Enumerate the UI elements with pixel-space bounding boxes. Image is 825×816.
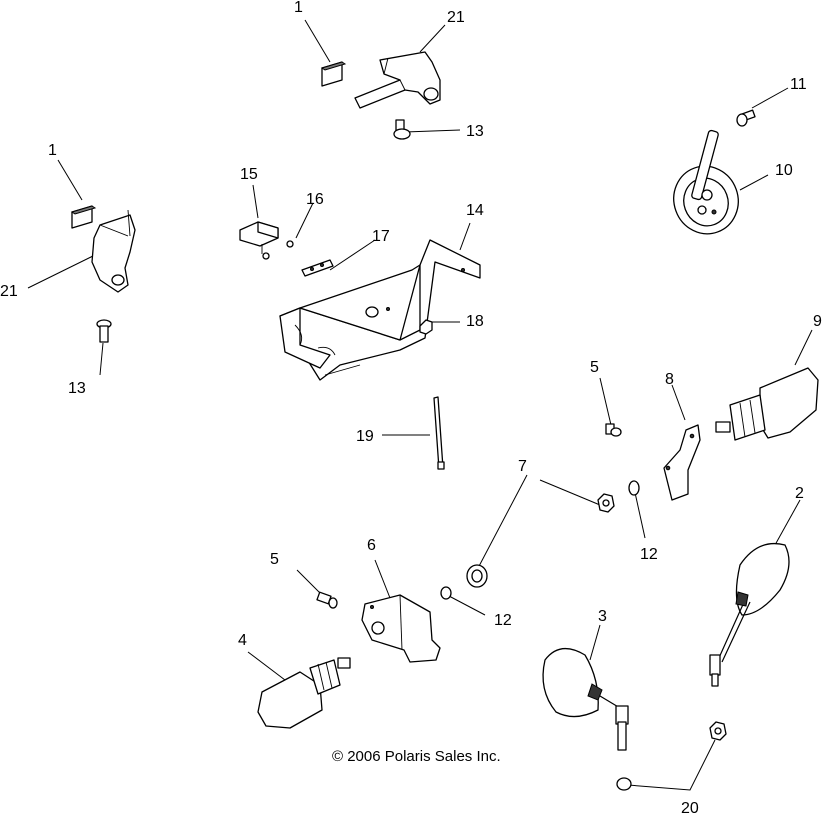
nut-right <box>597 493 615 513</box>
callout-20: 20 <box>681 800 699 816</box>
cable-tie <box>433 396 445 470</box>
callout-8: 8 <box>665 371 674 388</box>
bushing-strip <box>301 259 334 277</box>
callout-3: 3 <box>598 608 607 625</box>
headlight-bracket <box>279 239 481 381</box>
callout-21-upper: 21 <box>447 9 465 26</box>
callout-13-left: 13 <box>68 380 86 397</box>
callout-18: 18 <box>466 313 484 330</box>
horn <box>673 129 739 235</box>
screw-horn <box>736 109 756 127</box>
mount-bracket-left <box>91 209 136 293</box>
callout-12-left: 12 <box>494 612 512 629</box>
callout-1-left: 1 <box>48 142 57 159</box>
callout-15: 15 <box>240 166 258 183</box>
callout-5-right: 5 <box>590 359 599 376</box>
turn-signal-left <box>257 657 351 729</box>
callout-5-left: 5 <box>270 551 279 568</box>
leader-lines <box>27 19 813 791</box>
spacer-left <box>466 564 488 588</box>
small-nut <box>286 240 294 248</box>
bumper-pad-left <box>70 205 97 229</box>
callout-7: 7 <box>518 458 527 475</box>
bracket-signal-left <box>361 594 441 663</box>
callout-19: 19 <box>356 428 374 445</box>
turn-signal-right <box>715 367 819 441</box>
bumper-pad-upper <box>320 61 347 87</box>
screw-left <box>316 591 338 609</box>
bracket-signal-right <box>663 424 701 501</box>
callout-1-upper: 1 <box>294 0 303 16</box>
nut-mirror-upper <box>709 721 727 741</box>
washer-left <box>440 586 452 600</box>
relay <box>239 221 279 260</box>
mirror-right <box>709 542 790 687</box>
callout-12-right: 12 <box>640 546 658 563</box>
bolt-left <box>96 319 112 343</box>
callout-11: 11 <box>790 76 807 93</box>
callout-6: 6 <box>367 537 376 554</box>
screw-right <box>605 423 622 437</box>
callout-4: 4 <box>238 632 247 649</box>
callout-16: 16 <box>306 191 324 208</box>
callout-14: 14 <box>466 202 484 219</box>
bracket-nut <box>419 319 433 335</box>
callout-13-upper: 13 <box>466 123 484 140</box>
mount-bracket-upper <box>354 51 441 109</box>
callout-10: 10 <box>775 162 793 179</box>
mirror-left <box>542 648 629 751</box>
callout-2: 2 <box>795 485 804 502</box>
callout-21-left: 21 <box>0 283 18 300</box>
callout-17: 17 <box>372 228 390 245</box>
washer-right <box>628 480 640 496</box>
bolt-upper <box>393 119 411 140</box>
nut-mirror-lower <box>616 777 632 791</box>
copyright-text: © 2006 Polaris Sales Inc. <box>332 748 501 765</box>
callout-9: 9 <box>813 313 822 330</box>
